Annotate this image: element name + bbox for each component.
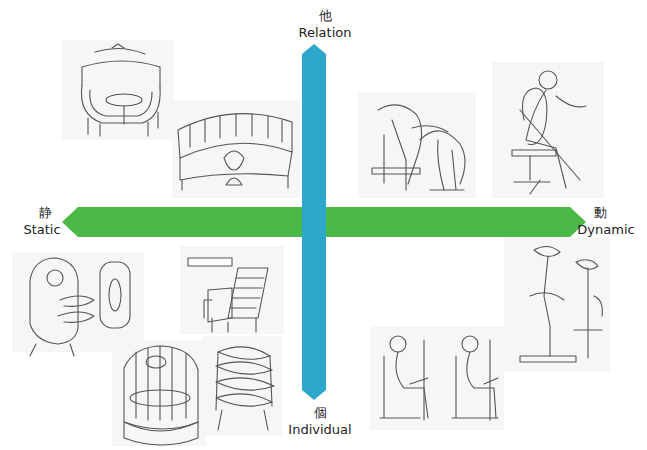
barrel-chair-sketch — [124, 346, 198, 445]
axis-label: 個 — [314, 405, 327, 421]
axis-label: Dynamic — [577, 222, 634, 238]
person-on-chair-sketch — [512, 71, 586, 194]
pole-stool-sketch — [520, 246, 602, 362]
pole-sitters-sketch — [380, 336, 498, 420]
booth-sofa-sketch — [81, 44, 160, 136]
axis-label: Individual — [288, 422, 351, 438]
cocoon-chair-sketch — [30, 258, 130, 356]
relation-axis-band — [302, 44, 326, 400]
axis-label: 動 — [594, 205, 607, 221]
axis-label: Relation — [299, 25, 352, 41]
axis-label: 他 — [319, 8, 332, 24]
axis-label: 静 — [39, 205, 52, 221]
corner-bench-sketch — [178, 114, 292, 190]
leaning-people-sketch — [372, 105, 465, 190]
sketch-paper — [12, 40, 610, 446]
axis-label: Static — [23, 222, 60, 238]
spiral-chair-sketch — [216, 347, 274, 430]
lounge-chair-sketch — [188, 258, 268, 332]
